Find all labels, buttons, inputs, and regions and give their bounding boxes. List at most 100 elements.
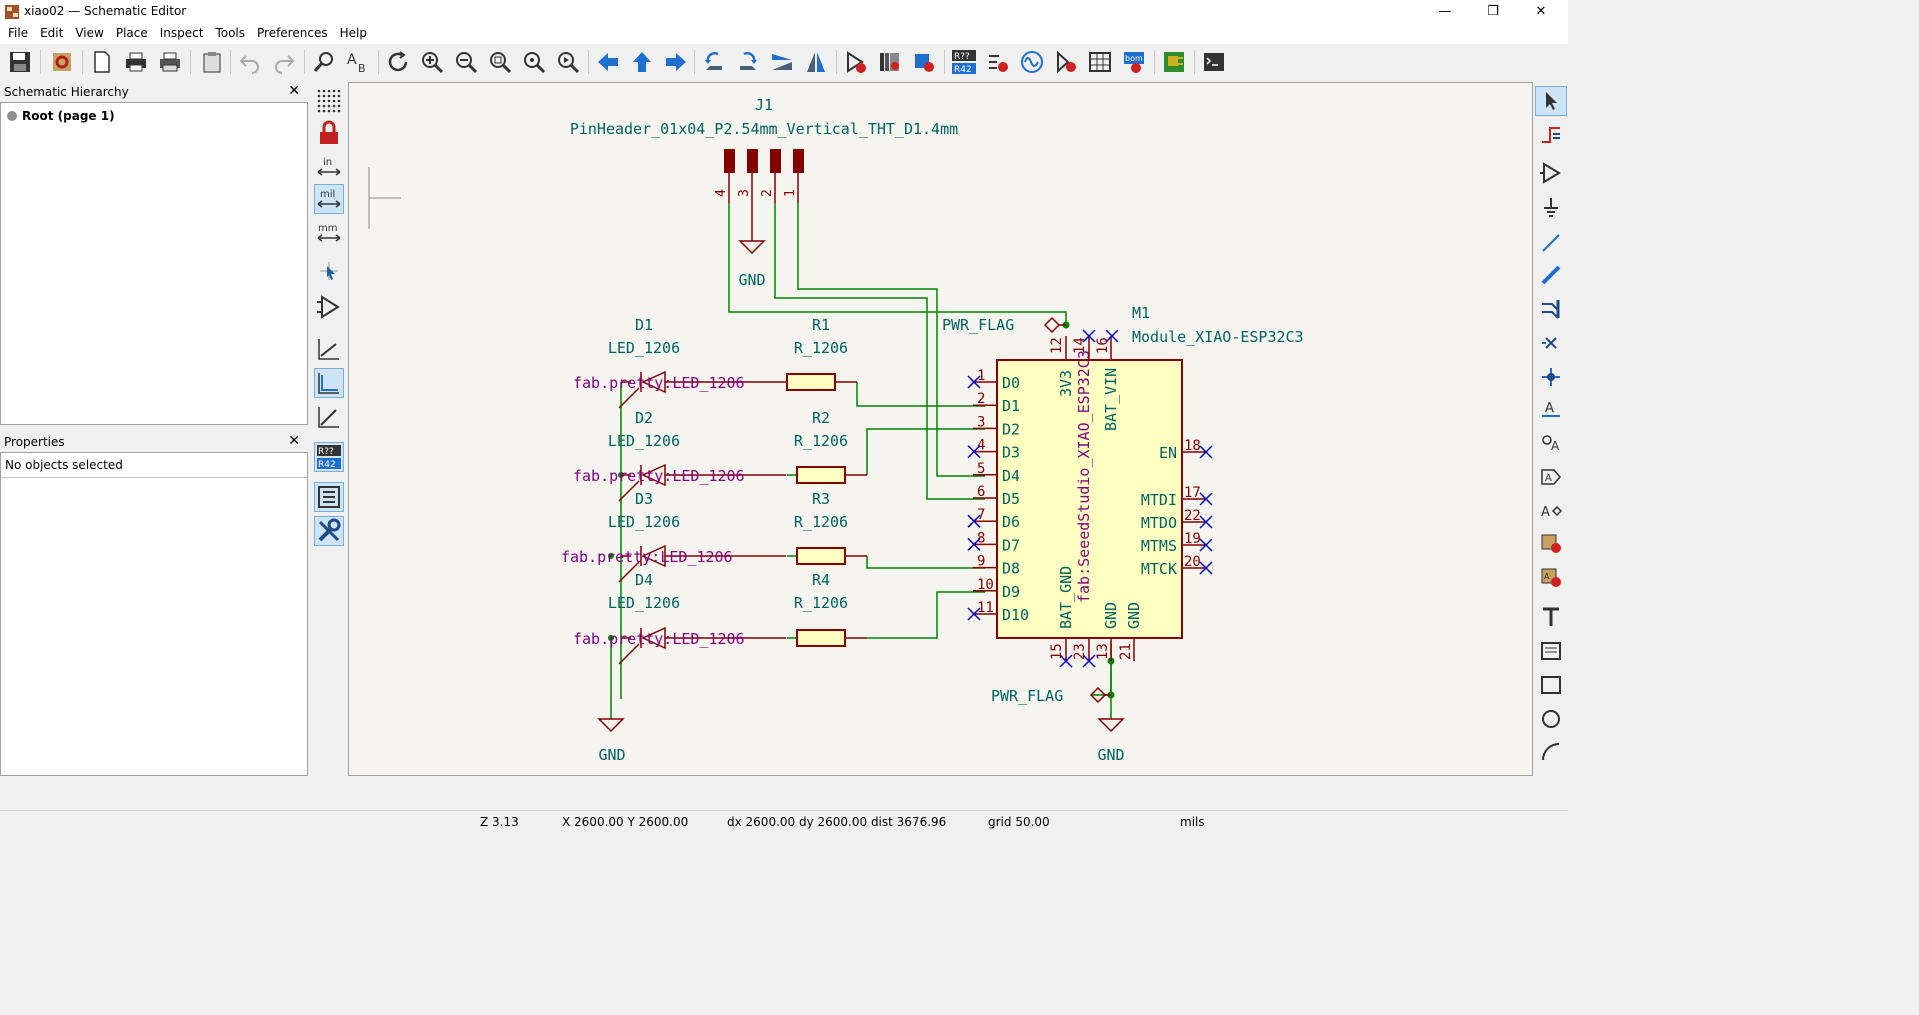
menu-inspect[interactable]: Inspect xyxy=(159,26,204,40)
add-junction-icon[interactable] xyxy=(1535,362,1567,392)
minimize-button[interactable]: — xyxy=(1438,4,1452,19)
hierarchy-panel-close-button[interactable]: ✕ xyxy=(288,83,300,99)
pwr-flag-top-symbol[interactable] xyxy=(1043,316,1066,334)
save-icon[interactable] xyxy=(6,48,34,76)
gnd-symbol-right[interactable] xyxy=(1097,718,1125,733)
add-text-icon[interactable] xyxy=(1535,602,1567,632)
plot-icon[interactable] xyxy=(156,48,184,76)
pcb-editor-icon[interactable] xyxy=(1160,48,1188,76)
cursor-crosshair-icon[interactable] xyxy=(314,256,344,286)
hidden-pins-icon[interactable] xyxy=(314,292,344,322)
line-mode-45-icon[interactable] xyxy=(314,402,344,432)
select-icon[interactable] xyxy=(1535,86,1567,116)
print-icon[interactable] xyxy=(122,48,150,76)
maximize-button[interactable]: ❐ xyxy=(1487,4,1499,19)
erc-icon[interactable] xyxy=(984,48,1012,76)
resistor-r1[interactable] xyxy=(786,373,857,391)
pwr-flag-bottom-symbol[interactable] xyxy=(1089,686,1111,704)
mirror-horizontal-icon[interactable] xyxy=(802,48,830,76)
add-bus-entry-icon[interactable] xyxy=(1535,294,1567,324)
undo-icon[interactable] xyxy=(236,48,264,76)
led-d4[interactable] xyxy=(618,626,786,665)
add-global-label-icon[interactable]: A xyxy=(1535,428,1567,458)
add-symbol-icon[interactable] xyxy=(1535,158,1567,188)
hierarchy-root-item[interactable]: Root (page 1) xyxy=(7,109,115,123)
add-textbox-icon[interactable] xyxy=(1535,636,1567,666)
zoom-selection-icon[interactable] xyxy=(554,48,582,76)
units-mil-button[interactable]: mil xyxy=(314,184,344,214)
led-d1[interactable] xyxy=(618,370,786,409)
no-connect-icon[interactable] xyxy=(1535,328,1567,358)
add-circle-icon[interactable] xyxy=(1535,704,1567,734)
refresh-icon[interactable] xyxy=(384,48,412,76)
symbol-fields-table-icon[interactable] xyxy=(1086,48,1114,76)
simulator-icon[interactable] xyxy=(1018,48,1046,76)
add-label-icon[interactable]: A xyxy=(1535,394,1567,424)
schematic-canvas[interactable]: J1 PinHeader_01x04_P2.54mm_Vertical_THT_… xyxy=(348,82,1533,776)
add-rectangle-icon[interactable] xyxy=(1535,670,1567,700)
led-d2[interactable] xyxy=(618,463,786,502)
resistor-r3[interactable] xyxy=(796,547,867,565)
zoom-fit-icon[interactable] xyxy=(486,48,514,76)
grid-lock-icon[interactable] xyxy=(314,118,344,148)
hierarchy-panel-toggle-icon[interactable] xyxy=(314,482,344,512)
paste-icon[interactable] xyxy=(198,48,226,76)
schematic-setup-icon[interactable] xyxy=(48,48,76,76)
menu-place[interactable]: Place xyxy=(115,26,148,40)
menu-edit[interactable]: Edit xyxy=(40,26,64,40)
resistor-r2[interactable] xyxy=(796,466,867,484)
find-icon[interactable] xyxy=(310,48,338,76)
add-arc-icon[interactable] xyxy=(1535,736,1567,766)
zoom-in-icon[interactable] xyxy=(418,48,446,76)
properties-panel-toggle-icon[interactable] xyxy=(314,516,344,546)
menu-preferences[interactable]: Preferences xyxy=(257,26,328,40)
navigate-back-icon[interactable] xyxy=(594,48,622,76)
footprint-assign-icon[interactable] xyxy=(910,48,938,76)
gnd-symbol-top[interactable] xyxy=(738,203,766,255)
line-mode-free-icon[interactable] xyxy=(314,334,344,364)
redo-icon[interactable] xyxy=(270,48,298,76)
scripting-console-icon[interactable] xyxy=(1200,48,1228,76)
annotate-icon[interactable]: R??R42 xyxy=(950,48,978,76)
add-wire-icon[interactable] xyxy=(1535,228,1567,258)
menu-view[interactable]: View xyxy=(75,26,104,40)
zoom-objects-icon[interactable] xyxy=(520,48,548,76)
mirror-vertical-icon[interactable] xyxy=(768,48,796,76)
menu-help[interactable]: Help xyxy=(339,26,367,40)
units-inch-button[interactable]: in xyxy=(314,152,344,182)
add-sheet-icon[interactable] xyxy=(1535,528,1567,558)
menu-bar: File Edit View Place Inspect Tools Preferences… xyxy=(0,24,1568,44)
units-mm-button[interactable]: mm xyxy=(314,218,344,248)
generate-bom-icon[interactable]: bom xyxy=(1120,48,1148,76)
menu-tools[interactable]: Tools xyxy=(215,26,245,40)
annotate-toggle-icon[interactable]: R??R42 xyxy=(314,442,344,472)
menu-file[interactable]: File xyxy=(8,26,29,40)
symbol-editor-icon[interactable] xyxy=(842,48,870,76)
close-window-button[interactable]: ✕ xyxy=(1535,4,1547,19)
toolbar-separator xyxy=(836,50,837,74)
properties-panel-close-button[interactable]: ✕ xyxy=(288,433,300,449)
add-directive-label-icon[interactable]: A xyxy=(1535,496,1567,526)
zoom-out-icon[interactable] xyxy=(452,48,480,76)
rotate-ccw-icon[interactable] xyxy=(700,48,728,76)
navigate-forward-icon[interactable] xyxy=(662,48,690,76)
add-bus-icon[interactable] xyxy=(1535,260,1567,290)
rotate-cw-icon[interactable] xyxy=(734,48,762,76)
page-settings-icon[interactable] xyxy=(88,48,116,76)
add-hierarchical-label-icon[interactable]: A xyxy=(1535,462,1567,492)
m1-body[interactable] xyxy=(996,359,1183,639)
grid-toggle-icon[interactable] xyxy=(314,86,344,116)
navigate-up-icon[interactable] xyxy=(628,48,656,76)
led-d3[interactable] xyxy=(618,544,786,583)
highlight-net-icon[interactable] xyxy=(1535,120,1567,150)
import-sheet-pin-icon[interactable]: A xyxy=(1535,562,1567,592)
gnd-symbol-left[interactable] xyxy=(597,718,625,733)
resistor-r4[interactable] xyxy=(796,629,867,647)
j1-symbol[interactable] xyxy=(724,149,804,203)
bom-icon[interactable] xyxy=(1052,48,1080,76)
symbol-browser-icon[interactable] xyxy=(876,48,904,76)
add-power-icon[interactable] xyxy=(1535,192,1567,222)
line-mode-90-icon[interactable] xyxy=(314,368,344,398)
